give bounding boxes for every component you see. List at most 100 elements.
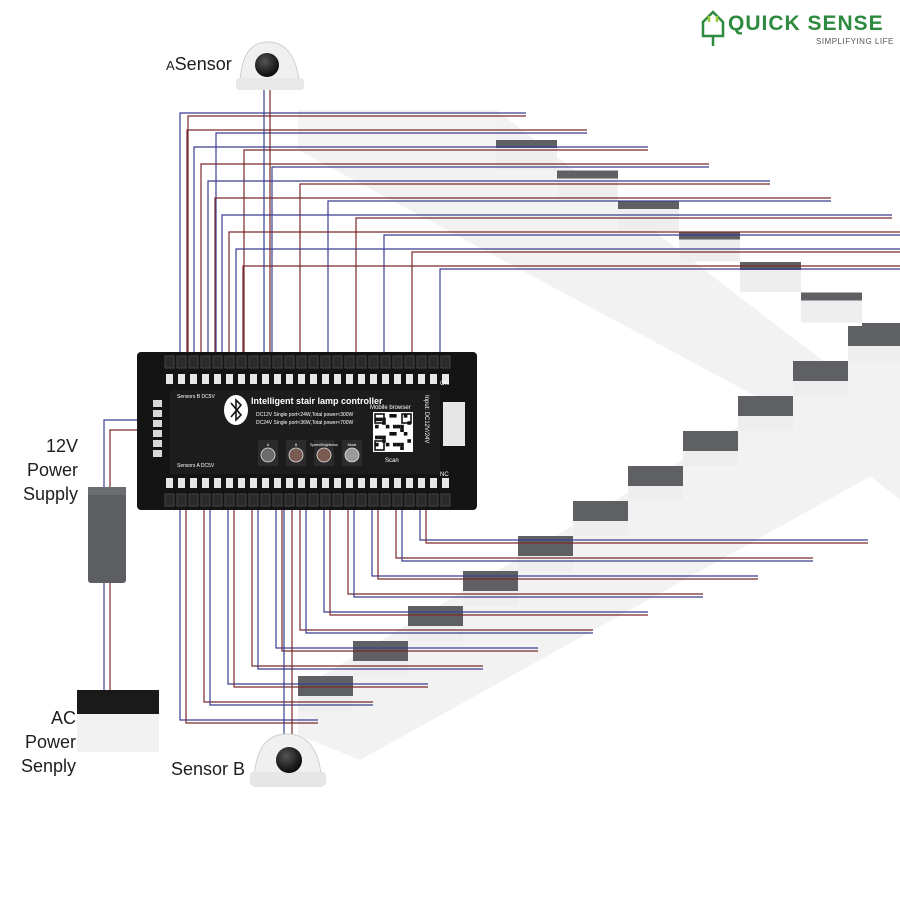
terminal-port: [250, 478, 257, 488]
lower-step-wire: [179, 510, 318, 721]
upper-step-tread: [801, 292, 862, 301]
terminal-port: [190, 478, 197, 488]
lower-step-tread: [408, 606, 463, 626]
qr-cell: [400, 446, 404, 450]
bluetooth-icon: [224, 395, 248, 425]
terminal-port: [262, 374, 269, 384]
qr-cell: [375, 424, 379, 429]
upper-step-wire: [207, 180, 770, 352]
terminal-port: [322, 478, 329, 488]
lower-step-wire: [347, 510, 703, 595]
ac-power-unit: [77, 690, 159, 752]
power-supply-line-3: Supply: [22, 484, 78, 504]
sensor-a-text: Sensor: [174, 54, 232, 74]
terminal-port: [238, 478, 245, 488]
lower-step-wire: [251, 510, 483, 667]
controller-scan-label: Scan: [385, 458, 399, 464]
qr-cell: [396, 424, 401, 429]
qr-cell: [393, 414, 397, 418]
lower-step-wire: [419, 510, 868, 541]
terminal-screw: [416, 355, 427, 369]
terminal-screw: [212, 493, 223, 507]
qr-cell: [378, 417, 383, 422]
qr-code: [373, 412, 413, 452]
lower-stair-body: [298, 330, 900, 760]
terminal-screw: [272, 493, 283, 507]
upper-step-wire: [243, 149, 648, 352]
upper-step-riser: [618, 209, 679, 231]
terminal-port: [406, 478, 413, 488]
qr-cell: [385, 442, 390, 447]
qr-cell: [400, 424, 404, 429]
qr-cell: [385, 424, 390, 429]
upper-step-wire: [383, 234, 900, 352]
terminal-screw: [248, 493, 259, 507]
upper-step-wire: [186, 129, 587, 352]
lower-step-riser: [628, 486, 683, 501]
terminal-screw: [428, 355, 439, 369]
stair-lamp-controller: Intelligent stair lamp controller DC12V …: [137, 352, 477, 510]
terminal-port: [370, 478, 377, 488]
terminal-screw: [224, 493, 235, 507]
terminal-port: [286, 374, 293, 384]
lower-step-wire: [203, 510, 373, 703]
qr-cell: [400, 442, 404, 447]
upper-step-wire: [215, 132, 587, 352]
controller-button: B: [286, 440, 306, 466]
upper-step-wire: [214, 197, 831, 352]
terminal-port: [178, 374, 185, 384]
lower-step-wire: [209, 510, 373, 706]
lower-step-tread: [573, 501, 628, 521]
sensor-b-label: Sensor B: [171, 759, 246, 779]
lower-step-tread: [683, 431, 738, 451]
controller-title: Intelligent stair lamp controller: [251, 396, 383, 406]
ac-supply-line-3: Senply: [20, 756, 76, 776]
terminal-port: [190, 374, 197, 384]
lower-step-wire: [299, 510, 593, 631]
upper-step-riser: [557, 178, 618, 201]
ac-supply-line-1: AC: [50, 708, 76, 728]
controller-mobile-label: Mobile browser: [370, 405, 411, 411]
wiring: [103, 90, 900, 734]
lower-step-wire: [275, 510, 538, 649]
qr-cell: [393, 432, 397, 436]
lower-step-riser: [298, 696, 353, 711]
upper-step-wire: [200, 163, 709, 352]
sensors-a-label: Sensors A DC5V: [177, 463, 215, 469]
terminal-port: [202, 478, 209, 488]
lower-step-wire: [329, 510, 648, 616]
terminal-screw: [380, 493, 391, 507]
terminal-screw: [260, 355, 271, 369]
lower-step-wire: [185, 510, 318, 724]
side-terminal: [153, 440, 162, 447]
terminal-port: [406, 374, 413, 384]
lower-step-riser: [683, 451, 738, 466]
lower-step-riser: [463, 591, 518, 606]
controller-spec-12v: DC12V Single port<24W,Total power<300W: [256, 412, 354, 418]
lower-step-riser: [518, 556, 573, 571]
ac-supply-line-2: Power: [24, 732, 76, 752]
lower-step-wire: [233, 510, 428, 688]
lower-step-wire: [401, 510, 813, 562]
upper-step-wire: [193, 146, 648, 352]
terminal-port: [346, 374, 353, 384]
terminal-port: [334, 374, 341, 384]
lower-step-wire: [227, 510, 428, 685]
terminal-port: [274, 478, 281, 488]
terminal-screw: [440, 355, 451, 369]
terminal-port: [382, 374, 389, 384]
terminal-port: [358, 374, 365, 384]
sensor-a-device: [236, 41, 304, 90]
terminal-port: [382, 478, 389, 488]
upper-step-tread: [496, 140, 557, 148]
terminal-port: [286, 478, 293, 488]
terminal-port: [214, 478, 221, 488]
upper-step-wire: [228, 231, 900, 352]
terminal-screw: [320, 493, 331, 507]
sensor-a-prefix: A: [166, 58, 175, 73]
button-label: B: [295, 443, 298, 447]
terminal-screw: [260, 493, 271, 507]
terminal-screw: [248, 355, 259, 369]
upper-step-wire: [179, 112, 526, 352]
